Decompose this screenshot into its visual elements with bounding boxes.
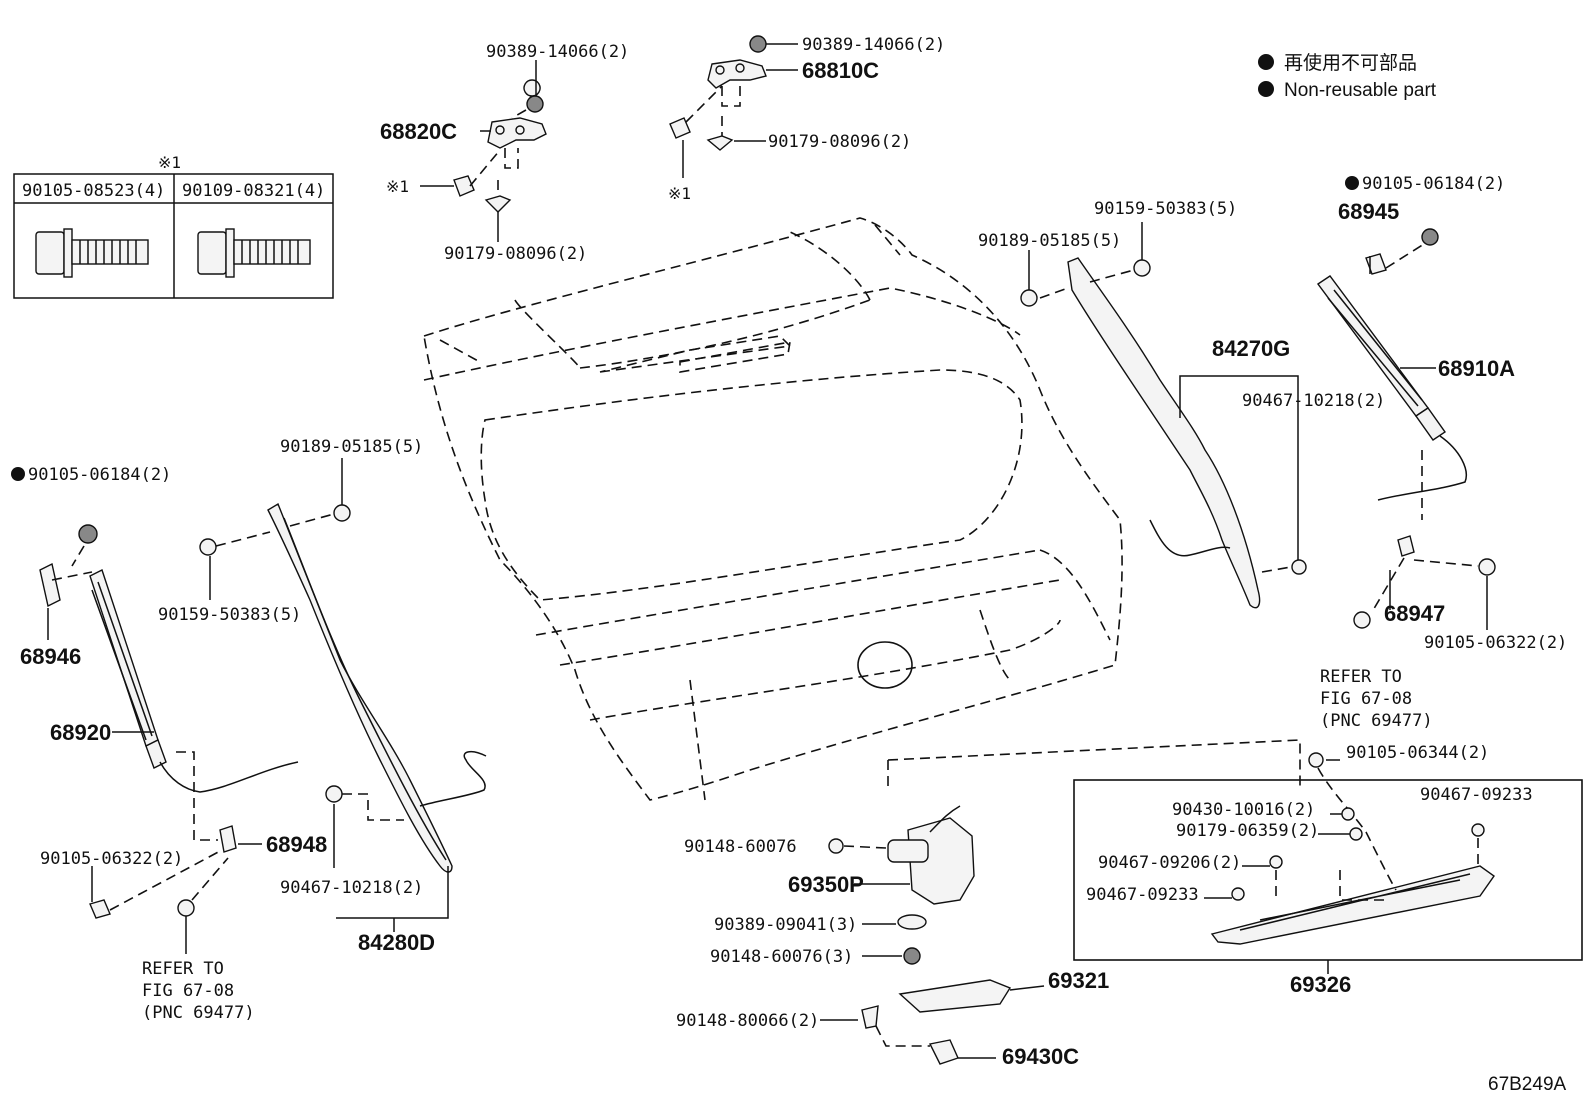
lock-69350P <box>828 739 1301 965</box>
label-84280D: 84280D <box>358 930 435 955</box>
label-68810C: 68810C <box>802 58 879 83</box>
legend-en: Non-reusable part <box>1284 80 1437 101</box>
label-69350P: 69350P <box>788 872 864 897</box>
marker-x1-right: ※1 <box>668 184 691 203</box>
non-reusable-dot-icon <box>1345 176 1359 190</box>
label-69326: 69326 <box>1290 972 1351 997</box>
bolt-table-col1: 90105-08523(4) <box>22 181 165 201</box>
hinge-68820C <box>420 79 547 213</box>
trim-84270G <box>1020 222 1307 609</box>
label-68910A: 68910A <box>1438 356 1515 381</box>
label-68946: 68946 <box>20 644 81 669</box>
flange-bolt-icon <box>197 228 311 278</box>
label-90179-06359: 90179-06359(2) <box>1176 821 1319 841</box>
refer-right-line2: FIG 67-08 <box>1320 689 1412 709</box>
refer-right-line3: (PNC 69477) <box>1320 711 1433 731</box>
label-69321: 69321 <box>1048 968 1109 993</box>
refer-left-line3: (PNC 69477) <box>142 1003 255 1023</box>
label-90105-06344: 90105-06344(2) <box>1346 743 1489 763</box>
part-labels: 90389-14066(2) 90389-14066(2) 68810C 688… <box>11 35 1567 1095</box>
label-90105-06322-b: 90105-06322(2) <box>40 849 183 869</box>
label-90148-80066: 90148-80066(2) <box>676 1011 819 1031</box>
label-90105-06184-a: 90105-06184(2) <box>1362 174 1505 194</box>
marker-x1-left: ※1 <box>386 177 409 196</box>
label-90179-08096-a: 90179-08096(2) <box>768 132 911 152</box>
bolt-table-col2: 90109-08321(4) <box>182 181 325 201</box>
flange-bolt-icon <box>35 228 149 278</box>
hinge-68810C <box>669 35 798 178</box>
label-90179-08096-b: 90179-08096(2) <box>444 244 587 264</box>
bolt-table-marker: ※1 <box>158 153 181 172</box>
label-68945: 68945 <box>1338 199 1399 224</box>
label-90159-50383-b: 90159-50383(5) <box>158 605 301 625</box>
label-68920: 68920 <box>50 720 111 745</box>
bolt-table: ※1 90105-08523(4) 90109-08321(4) <box>13 153 334 299</box>
label-90105-06184-b: 90105-06184(2) <box>28 465 171 485</box>
refer-left-line1: REFER TO <box>142 959 224 979</box>
legend: 再使用不可部品 Non-reusable part <box>1258 52 1437 101</box>
label-90467-10218-b: 90467-10218(2) <box>280 878 423 898</box>
legend-jp: 再使用不可部品 <box>1284 52 1417 74</box>
label-90148-60076-a: 90148-60076 <box>684 837 797 857</box>
label-68947: 68947 <box>1384 601 1445 626</box>
label-90189-05185-a: 90189-05185(5) <box>978 231 1121 251</box>
label-90467-09233-b: 90467-09233 <box>1086 885 1199 905</box>
trim-84280D <box>199 458 487 932</box>
handle-69321 <box>820 979 1045 1065</box>
non-reusable-dot-icon <box>1258 81 1274 97</box>
label-90389-14066-b: 90389-14066(2) <box>802 35 945 55</box>
refer-left-line2: FIG 67-08 <box>142 981 234 1001</box>
label-90148-60076-b: 90148-60076(3) <box>710 947 853 967</box>
non-reusable-dot-icon <box>1258 54 1274 70</box>
back-door-panel <box>423 217 1123 801</box>
refer-right-line1: REFER TO <box>1320 667 1402 687</box>
label-90389-14066-a: 90389-14066(2) <box>486 42 629 62</box>
label-90159-50383-a: 90159-50383(5) <box>1094 199 1237 219</box>
strut-68910A <box>1316 228 1496 630</box>
label-68820C: 68820C <box>380 119 457 144</box>
label-90467-09206: 90467-09206(2) <box>1098 853 1241 873</box>
label-69430C: 69430C <box>1002 1044 1079 1069</box>
figure-id: 67B249A <box>1488 1074 1567 1095</box>
label-84270G: 84270G <box>1212 336 1290 361</box>
lamp-box-69326 <box>1073 752 1583 974</box>
label-90430-10016: 90430-10016(2) <box>1172 800 1315 820</box>
label-68948: 68948 <box>266 832 327 857</box>
strut-68920 <box>39 524 299 954</box>
label-90467-09233-a: 90467-09233 <box>1420 785 1533 805</box>
label-90189-05185-b: 90189-05185(5) <box>280 437 423 457</box>
label-90467-10218-a: 90467-10218(2) <box>1242 391 1385 411</box>
label-90389-09041: 90389-09041(3) <box>714 915 857 935</box>
non-reusable-dot-icon <box>11 467 25 481</box>
label-90105-06322-a: 90105-06322(2) <box>1424 633 1567 653</box>
